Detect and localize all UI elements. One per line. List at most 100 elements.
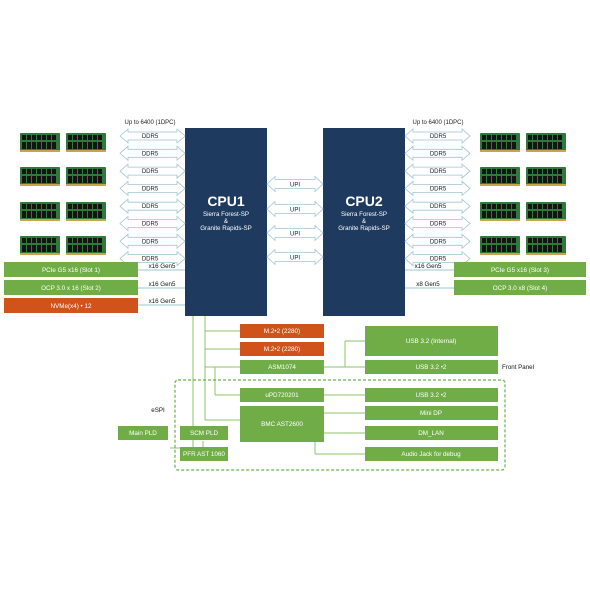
- ddr5-label-right-2: DDR5: [430, 169, 447, 175]
- upd720201-box: [240, 388, 324, 402]
- usb-rear-label: USB 3.2 •2: [416, 392, 447, 399]
- m2-b-label: M.2•2 (2280): [264, 346, 300, 353]
- pcie-slot3-label: PCIe G5 x16 (Slot 3): [491, 267, 549, 274]
- right-io: PCIe G5 x16 (Slot 3) x16 Gen5 OCP 3.0 x8…: [405, 262, 586, 295]
- left-io: PCIe G5 x16 (Slot 1) x16 Gen5 OCP 3.0 x …: [4, 262, 185, 313]
- dimm-module-3-0-1: [20, 243, 60, 255]
- pfr-label: PFR AST 1060: [183, 451, 225, 458]
- cpu1-box: [185, 128, 267, 316]
- upi-links: UPI UPI UPI UPI: [266, 175, 324, 266]
- ddr5-arrow-right-2: [404, 163, 471, 179]
- asm1074-box: [240, 360, 324, 374]
- upi-label-3: UPI: [290, 256, 300, 262]
- ddr5-label-right-5: DDR5: [430, 222, 447, 228]
- minidp-label: Mini DP: [420, 410, 442, 417]
- cpu2-line2: &: [362, 218, 367, 225]
- ddr5-label-right-1: DDR5: [430, 151, 447, 157]
- dimm-module-3-1-1: [66, 243, 106, 255]
- dm-lan-label: DM_LAN: [418, 430, 444, 437]
- nvme-box: [4, 298, 138, 313]
- ddr5-label-left-1: DDR5: [142, 151, 159, 157]
- m2-a-box: [240, 324, 324, 338]
- ddr5-label-left-6: DDR5: [142, 239, 159, 245]
- dimm-module-1-2-1: [480, 174, 520, 186]
- dimm-module-3-3-1: [526, 243, 566, 255]
- pcie-slot1-box: [4, 262, 138, 277]
- front-panel: USB 3.2 (Internal) USB 3.2 •2 Front Pane…: [365, 326, 534, 374]
- nvme-label: NVMe(x4) • 12: [50, 303, 92, 310]
- dimm-module-0-0-1: [20, 140, 60, 152]
- ddr5-arrow-left-5: [119, 215, 186, 232]
- cpu1: CPU1 Sierra Forest-SP & Granite Rapids-S…: [185, 128, 267, 316]
- usb-internal-label: USB 3.2 (Internal): [406, 338, 456, 345]
- bmc-box: [240, 406, 324, 442]
- pch-devices: M.2•2 (2280) M.2•2 (2280) ASM1074 uPD720…: [118, 324, 324, 461]
- dm-lan-box: [365, 426, 498, 440]
- dimm-module-0-3-1: [526, 140, 566, 152]
- front-panel-label: Front Panel: [502, 364, 534, 371]
- ddr5-label-right-0: DDR5: [430, 134, 447, 140]
- pcie-slot3-link: x16 Gen5: [415, 263, 442, 270]
- ddr5-arrow-right-3: [404, 180, 471, 197]
- ddr5-arrow-right-0: [404, 128, 471, 144]
- pcie-slot3-box: [454, 262, 586, 277]
- audio-jack-label: Audio Jack for debug: [401, 451, 461, 458]
- ddr5-label-right-6: DDR5: [430, 239, 447, 245]
- m2-a-label: M.2•2 (2280): [264, 328, 300, 335]
- nvme-link: x16 Gen5: [149, 298, 176, 305]
- pfr-box: [180, 447, 228, 461]
- upi-arrow-2: [266, 224, 324, 242]
- upi-label-0: UPI: [290, 183, 300, 189]
- upi-arrow-0: [266, 175, 324, 193]
- dimm-module-1-3-1: [526, 174, 566, 186]
- pcie-slot1-link: x16 Gen5: [149, 263, 176, 270]
- main-pld-label: Main PLD: [129, 430, 157, 437]
- ddr5-arrow-left-4: [119, 198, 186, 215]
- cpu1-title: CPU1: [207, 193, 245, 209]
- ddr5-label-left-2: DDR5: [142, 169, 159, 175]
- espi-label: eSPI: [151, 407, 165, 414]
- dimm-module-3-2-1: [480, 243, 520, 255]
- ocp-slot2-label: OCP 3.0 x 16 (Slot 2): [41, 285, 101, 292]
- upi-label-1: UPI: [290, 208, 300, 214]
- cpu1-line3: Granite Rapids-SP: [200, 225, 252, 232]
- ddr5-label-left-3: DDR5: [142, 186, 159, 192]
- ddr5-arrow-right-7: [404, 250, 471, 267]
- upi-arrow-1: [266, 200, 324, 218]
- ddr5-label-right-4: DDR5: [430, 204, 447, 210]
- ddr5-arrow-left-2: [119, 163, 186, 179]
- upi-label-2: UPI: [290, 232, 300, 238]
- minidp-box: [365, 406, 498, 420]
- ddr5-label-left-5: DDR5: [142, 222, 159, 228]
- ddr5-arrow-left-3: [119, 180, 186, 197]
- asm1074-label: ASM1074: [268, 364, 296, 371]
- m2-b-box: [240, 342, 324, 356]
- audio-jack-box: [365, 447, 498, 461]
- ocp-slot4-label: OCP 3.0 x8 (Slot 4): [493, 285, 547, 292]
- scm-pld-label: SCM PLD: [190, 430, 218, 437]
- ddr5-label-right-3: DDR5: [430, 186, 447, 192]
- cpu1-line1: Sierra Forest-SP: [203, 211, 249, 218]
- dimm-module-1-1-1: [66, 174, 106, 186]
- ddr5-label-left-7: DDR5: [142, 257, 159, 263]
- dimm-module-0-1-1: [66, 140, 106, 152]
- bmc-label: BMC AST2600: [261, 421, 303, 428]
- dimm-module-1-0-1: [20, 174, 60, 186]
- bmc-zone: [174, 379, 506, 471]
- ddr5-arrow-left-0: [119, 128, 186, 144]
- rear-io: USB 3.2 •2 Mini DP DM_LAN Audio Jack for…: [365, 388, 498, 461]
- cpu2-box: [323, 128, 405, 316]
- ddr5-arrow-left-6: [119, 233, 186, 250]
- cpu1-line2: &: [224, 218, 229, 225]
- memory-speed-right: Up to 6400 (1DPC): [412, 120, 463, 126]
- dimm-module-0-2-1: [480, 140, 520, 152]
- ocp-slot2-box: [4, 280, 138, 295]
- scm-pld-box: [180, 426, 228, 440]
- cpu2-line1: Sierra Forest-SP: [341, 211, 387, 218]
- ddr5-arrow-left-1: [119, 145, 186, 162]
- connection-lines: [170, 316, 365, 455]
- ocp-slot4-box: [454, 280, 586, 295]
- upd720201-label: uPD720201: [265, 392, 299, 399]
